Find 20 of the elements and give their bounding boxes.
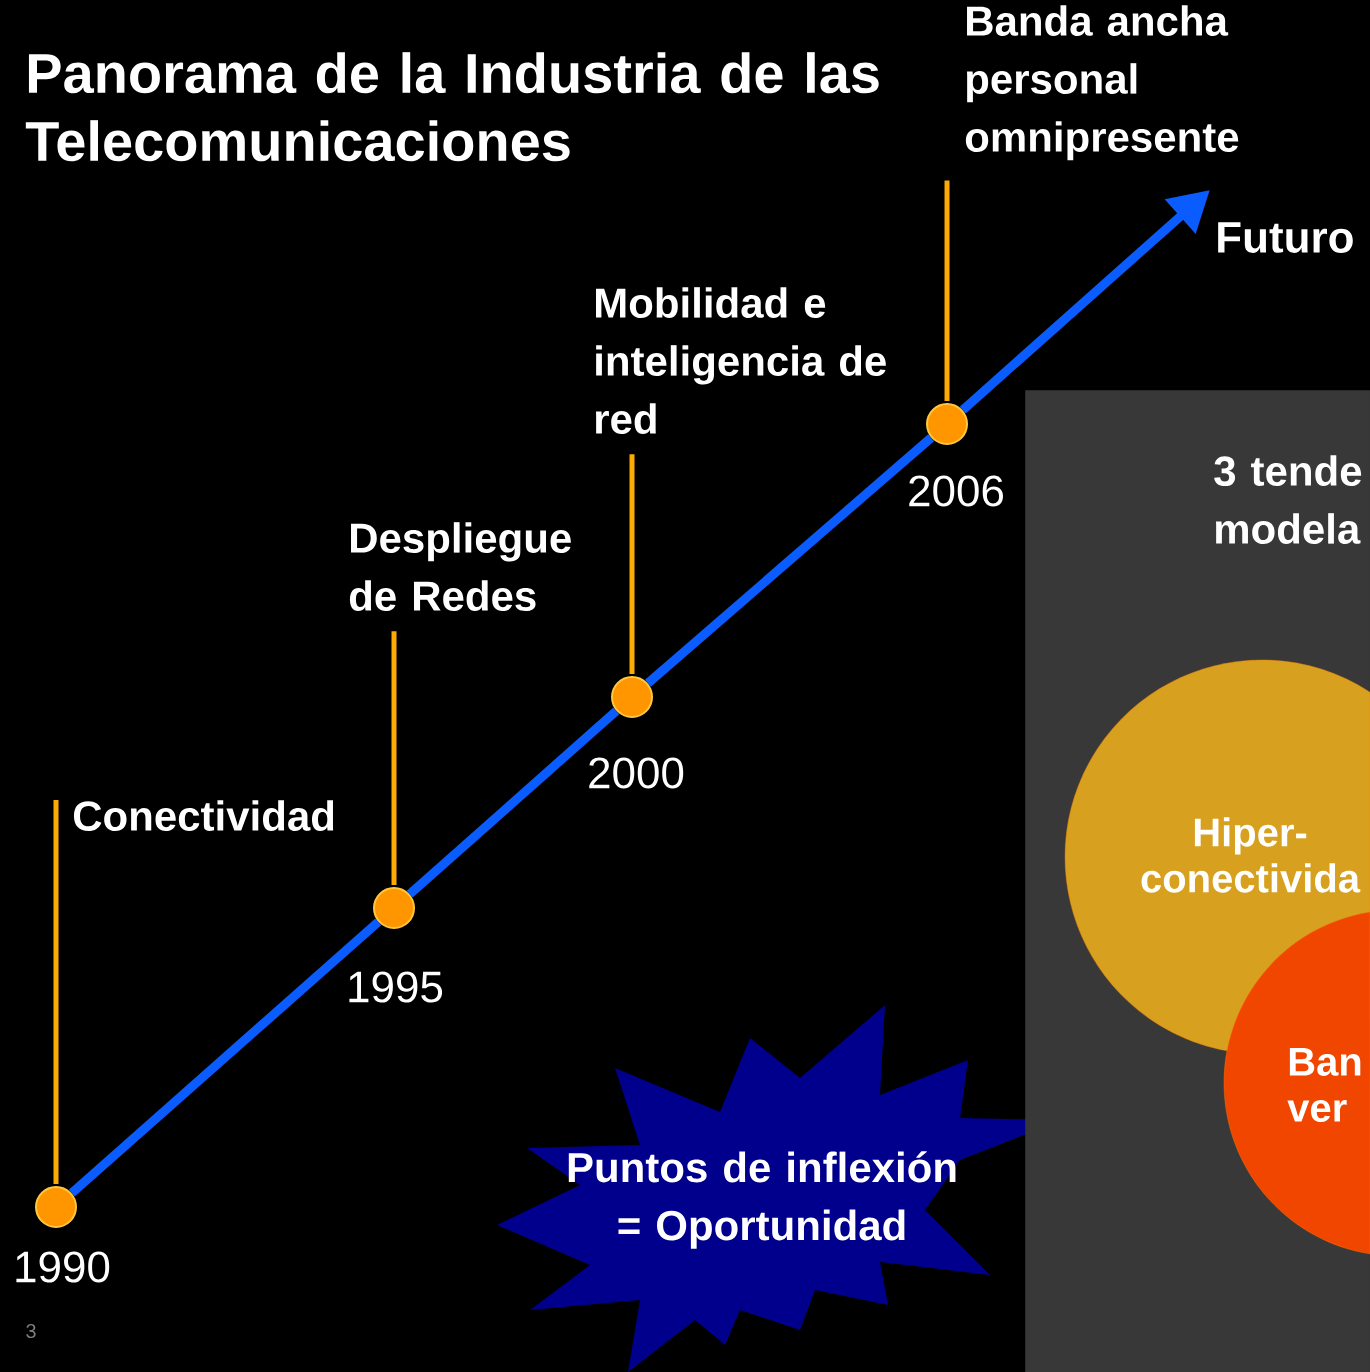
milestone-label: Despliegue de Redes	[349, 522, 571, 612]
milestone-label: Conectividad	[73, 800, 334, 832]
leader-line	[944, 180, 950, 401]
milestone-label: Banda ancha personal omnipresente	[965, 5, 1239, 161]
milestone-dot	[373, 887, 415, 929]
year-label: 2000	[589, 757, 684, 789]
title: Panorama de la Industria de las Telecomunicaciones	[25, 52, 879, 162]
milestone-dot	[926, 403, 968, 445]
milestone-label: Mobilidad e inteligencia de red	[596, 287, 886, 435]
year-label: 2006	[909, 475, 1003, 507]
leader-line	[629, 454, 635, 674]
milestone-dot	[35, 1186, 77, 1228]
future-label: Futuro	[1218, 222, 1353, 253]
leader-line	[391, 631, 397, 885]
starburst-callout: Puntos de inflexión = Oportunidad	[497, 1005, 1062, 1372]
year-label: 1995	[349, 971, 443, 1003]
year-label: 1990	[16, 1251, 110, 1283]
leader-line	[53, 800, 59, 1184]
page-number: 3	[26, 1323, 36, 1339]
milestone-dot	[611, 676, 653, 718]
